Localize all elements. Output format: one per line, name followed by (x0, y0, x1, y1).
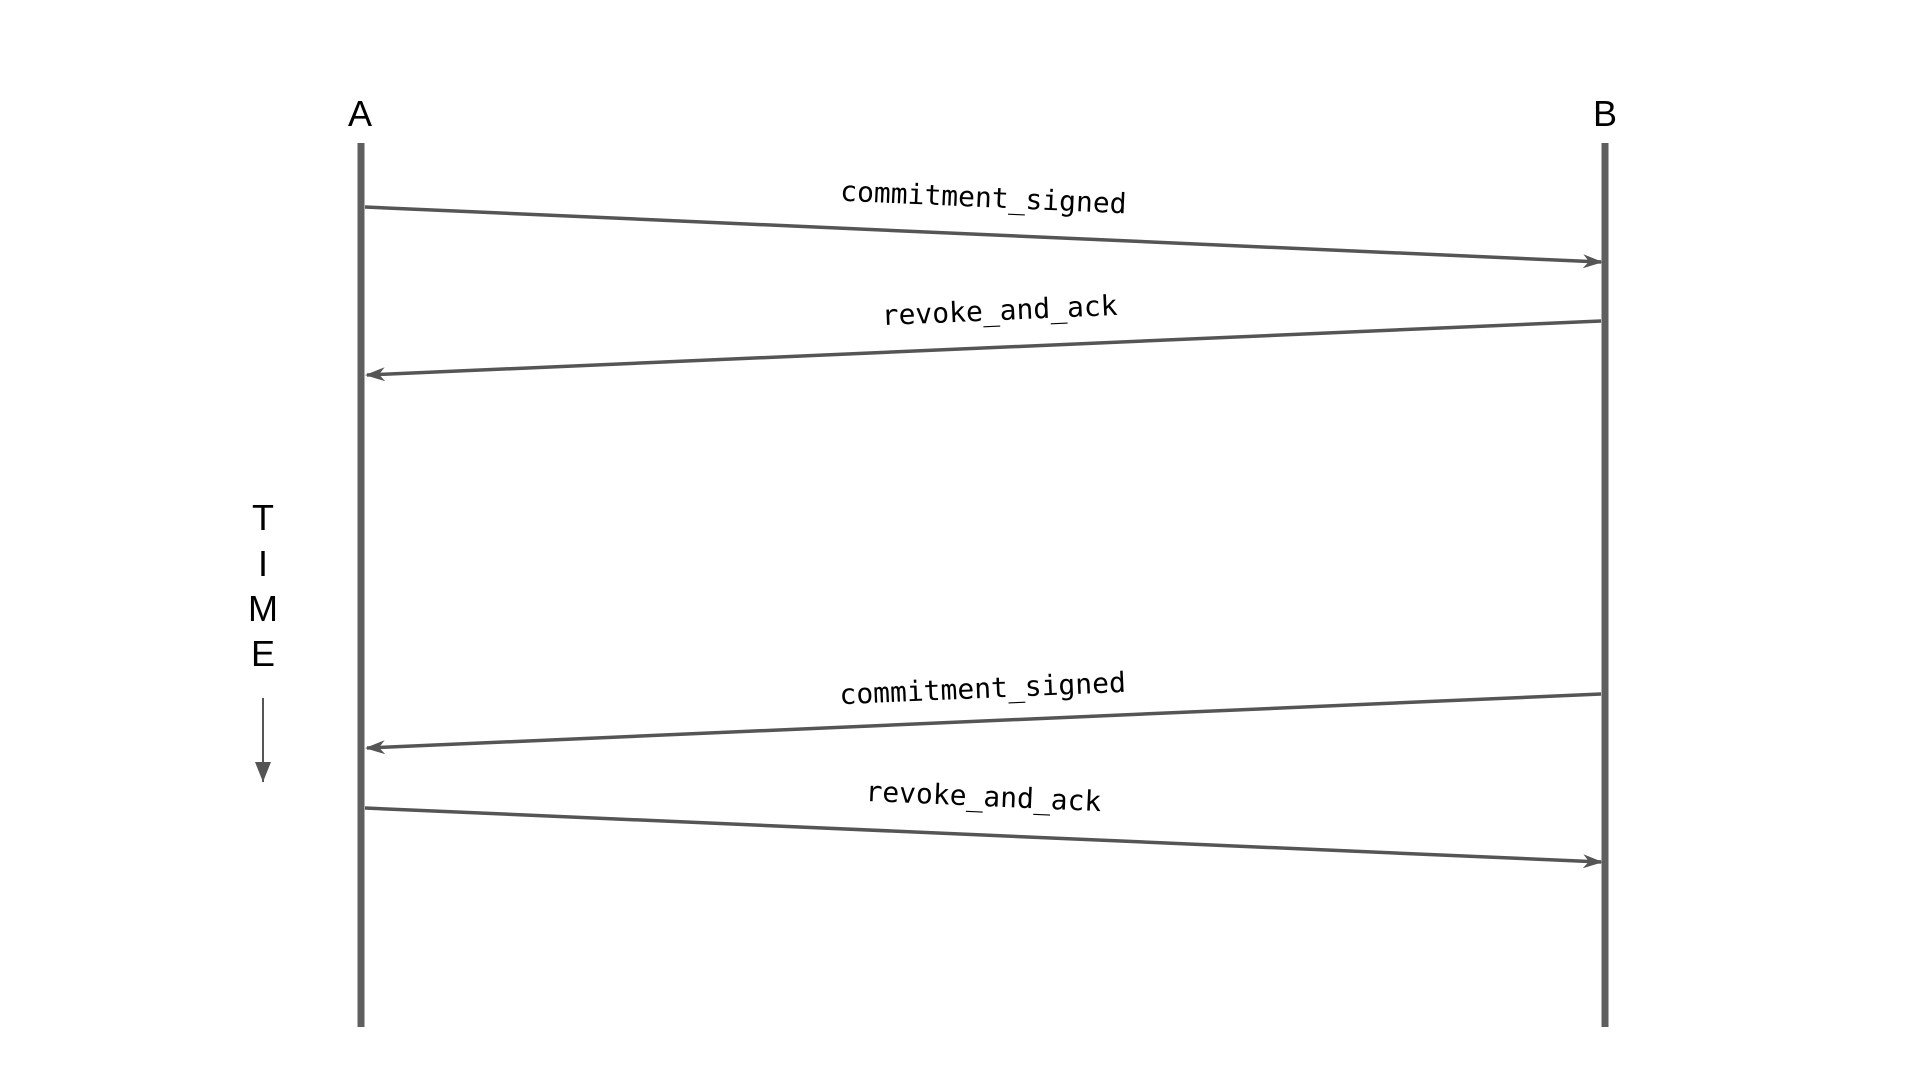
message-label: revoke_and_ack (865, 775, 1102, 819)
party-a-label: A (348, 93, 372, 134)
message-2: revoke_and_ack (365, 289, 1602, 382)
message-3: commitment_signed (365, 666, 1602, 755)
message-arrow (364, 806, 1603, 869)
time-letter: M (248, 588, 278, 629)
time-letter: E (251, 633, 275, 674)
message-label: commitment_signed (839, 666, 1127, 712)
message-arrow (364, 205, 1603, 269)
party-b-label: B (1593, 93, 1617, 134)
message-4: revoke_and_ack (364, 775, 1603, 869)
time-axis: T I M E (248, 497, 278, 782)
message-label: revoke_and_ack (881, 289, 1118, 333)
message-arrow (365, 319, 1602, 382)
message-label: commitment_signed (839, 175, 1127, 222)
message-arrow (365, 692, 1602, 755)
time-letter: I (258, 543, 268, 584)
message-1: commitment_signed (364, 175, 1603, 269)
time-letter: T (252, 497, 274, 538)
